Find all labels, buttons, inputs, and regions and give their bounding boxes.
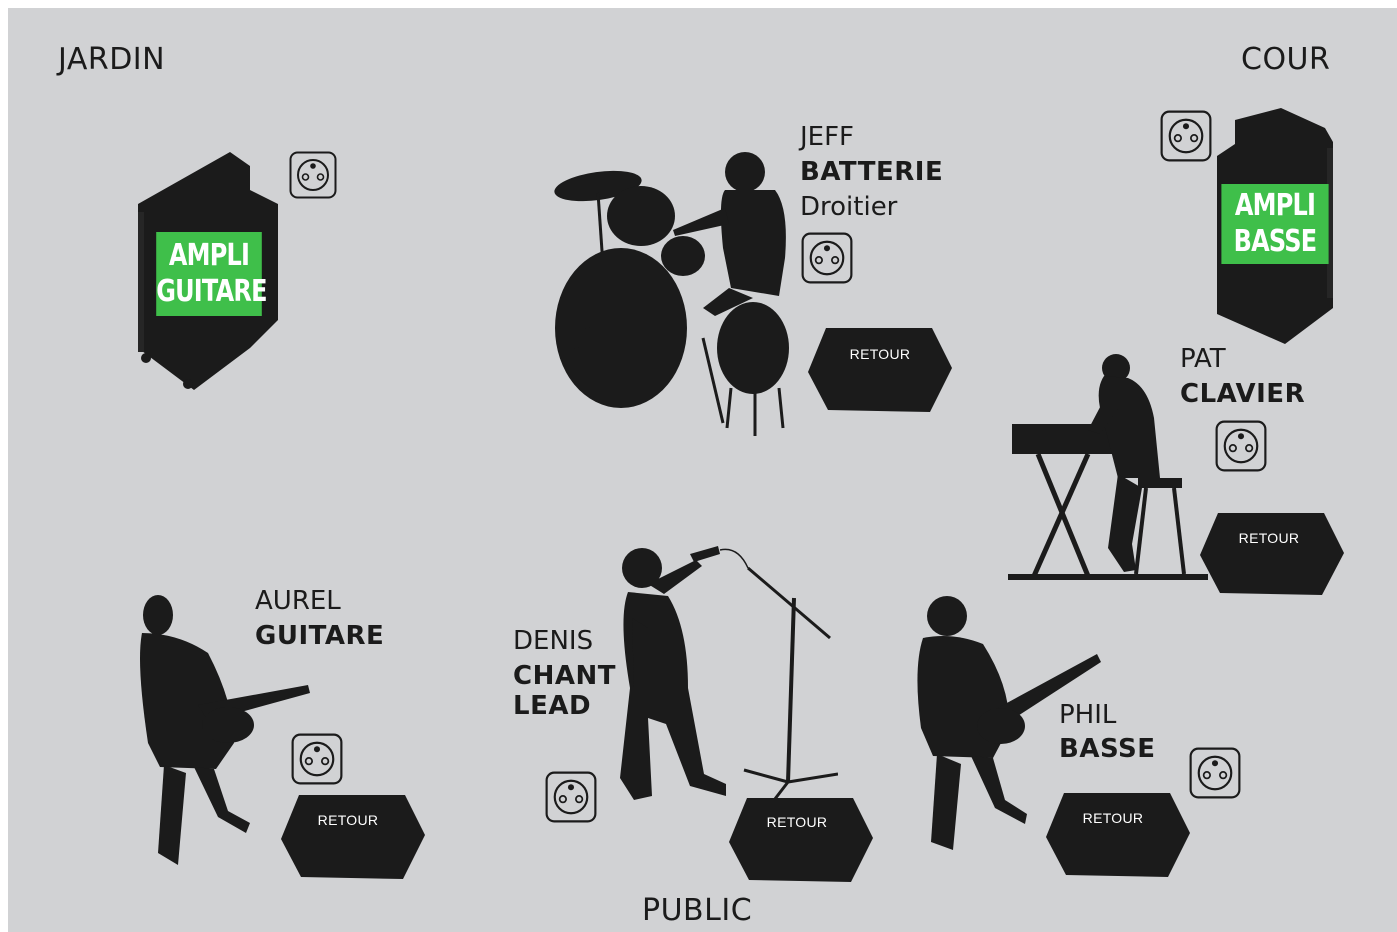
guitar-amp-label-line1: AMPLI: [156, 238, 262, 274]
jeff-role: BATTERIE: [800, 157, 943, 187]
stage-plot: JARDIN COUR PUBLIC AMPLI GUITARE AMPLI B…: [8, 8, 1397, 932]
keyboardist-silhouette-icon: [1008, 348, 1208, 588]
power-outlet-icon: [1160, 110, 1212, 162]
power-outlet-icon: [289, 151, 337, 199]
drummer-silhouette-icon: [553, 138, 803, 438]
monitor-label-vocals: RETOUR: [737, 814, 857, 830]
power-outlet-icon: [1189, 747, 1241, 799]
stage-monitor-wedge-icon: [1046, 793, 1190, 877]
monitor-label-drums: RETOUR: [820, 346, 940, 362]
denis-role-line1: CHANT: [513, 661, 616, 691]
bass-amp-label: AMPLI BASSE: [1221, 184, 1328, 264]
audience-label: PUBLIC: [642, 893, 752, 928]
pat-role: CLAVIER: [1180, 379, 1305, 409]
jeff-note: Droitier: [800, 192, 897, 222]
denis-name: DENIS: [513, 626, 593, 656]
aurel-name: AUREL: [255, 586, 341, 616]
monitor-label-keys: RETOUR: [1209, 530, 1329, 546]
aurel-role: GUITARE: [255, 621, 384, 651]
guitar-amp-label: AMPLI GUITARE: [156, 232, 262, 316]
pat-name: PAT: [1180, 344, 1226, 374]
singer-silhouette-icon: [608, 538, 838, 828]
stage-monitor-wedge-icon: [281, 795, 425, 879]
phil-name: PHIL: [1059, 700, 1116, 730]
guitar-amp-label-line2: GUITARE: [156, 274, 262, 310]
phil-role: BASSE: [1059, 734, 1155, 764]
denis-role-line2: LEAD: [513, 691, 591, 721]
stage-monitor-wedge-icon: [808, 328, 952, 412]
power-outlet-icon: [1215, 420, 1267, 472]
bass-amp-label-line2: BASSE: [1221, 224, 1328, 260]
stage-left-label: JARDIN: [58, 42, 165, 77]
stage-monitor-wedge-icon: [1200, 513, 1344, 595]
monitor-label-bass: RETOUR: [1053, 810, 1173, 826]
power-outlet-icon: [801, 232, 853, 284]
jeff-name: JEFF: [800, 122, 854, 152]
stage-monitor-wedge-icon: [729, 798, 873, 882]
bass-amp-label-line1: AMPLI: [1221, 188, 1328, 224]
stage-right-label: COUR: [1241, 42, 1330, 77]
monitor-label-guitar: RETOUR: [288, 812, 408, 828]
power-outlet-icon: [545, 771, 597, 823]
